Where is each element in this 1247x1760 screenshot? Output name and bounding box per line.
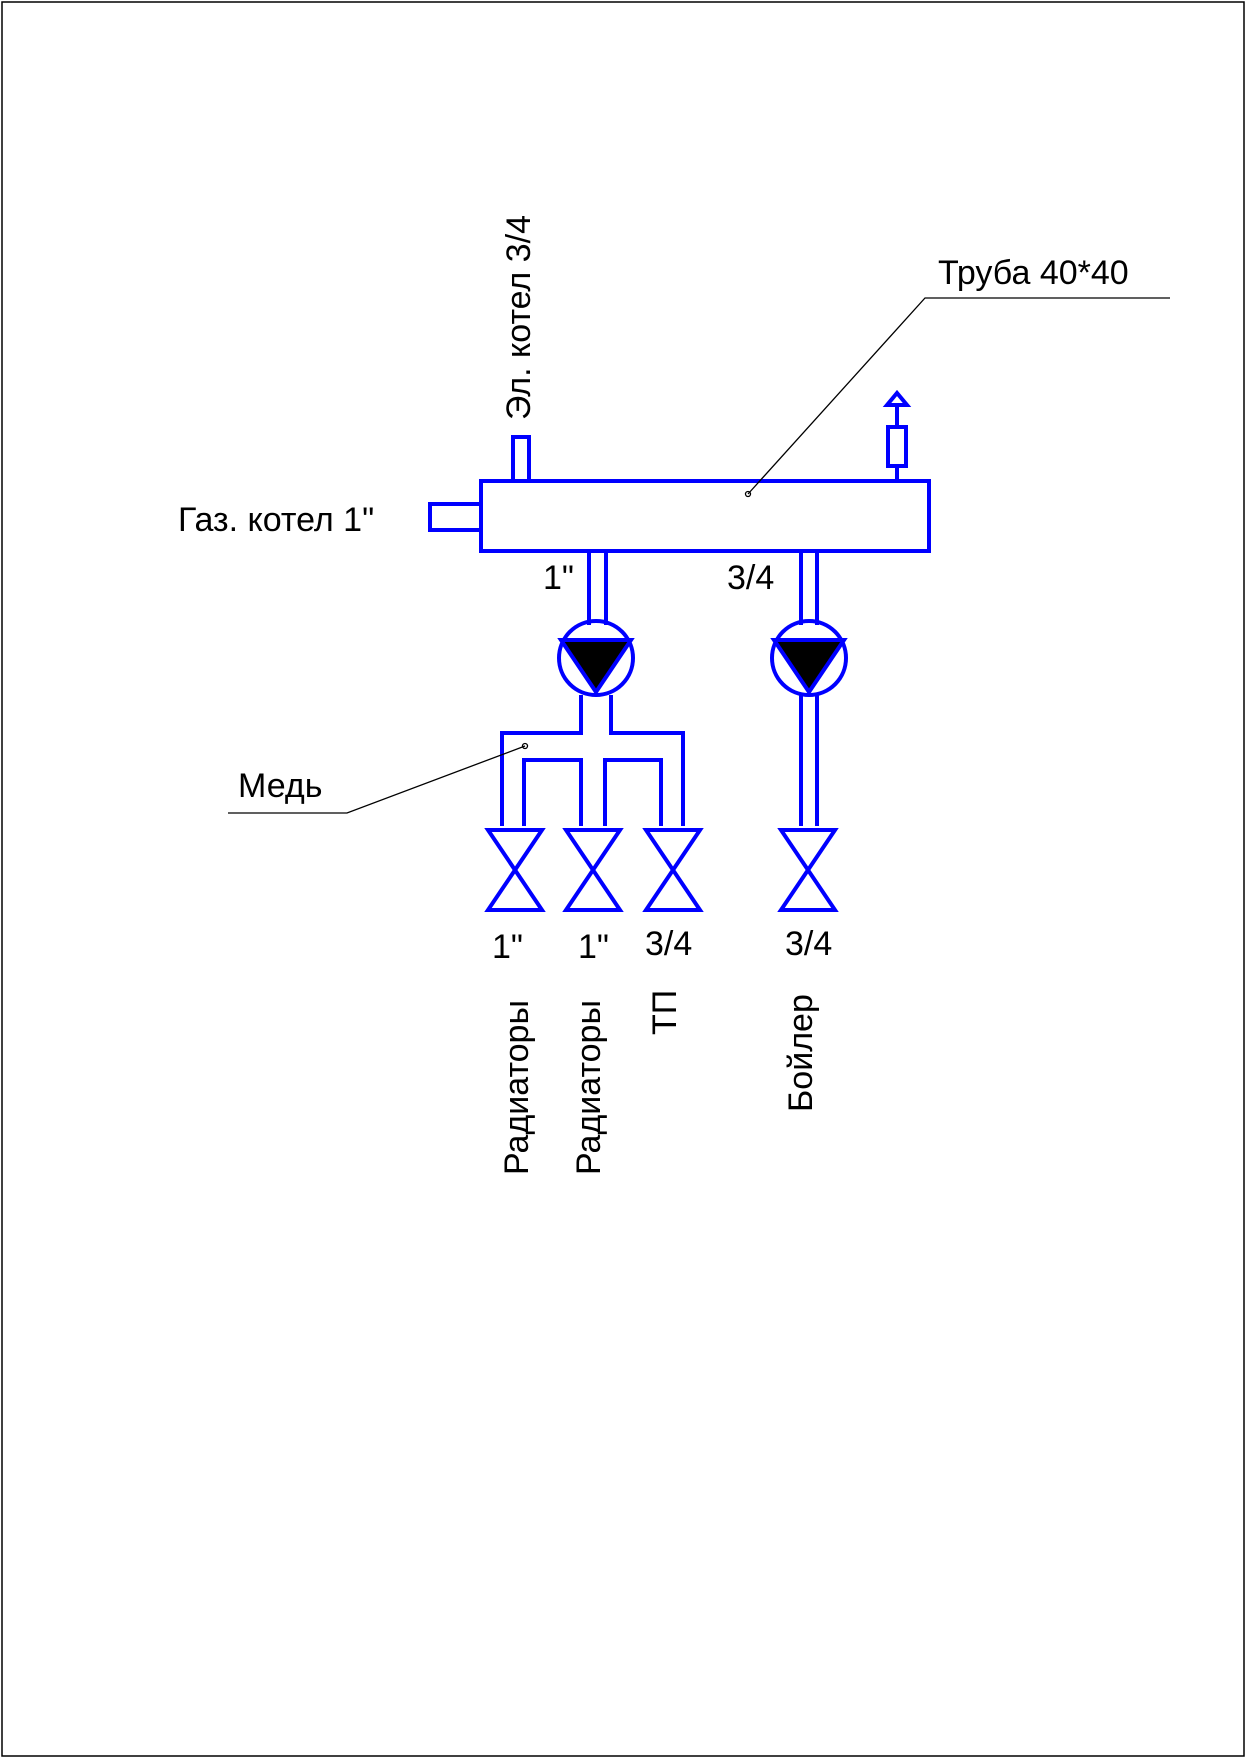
pump1-supply-pipe [587, 551, 608, 625]
outlet-name-label: Бойлер [782, 994, 820, 1112]
electric-boiler-label: Эл. котел 3/4 [500, 215, 538, 420]
copper-leader [228, 745, 526, 814]
copper-leader-dot [521, 742, 529, 750]
outlet-size-label: 1" [578, 928, 609, 966]
gas-boiler-label: Газ. котел 1" [178, 501, 374, 539]
copper-label: Медь [238, 767, 322, 805]
header-manifold [479, 479, 931, 553]
gas-boiler-inlet [428, 502, 481, 532]
pump-1 [557, 619, 635, 697]
boiler-pipe [799, 695, 819, 826]
outlet-size-label: 3/4 [645, 925, 692, 963]
circulation-pump-icon [770, 638, 848, 696]
pump2-supply-pipe [799, 551, 819, 625]
shutoff-valve-icon [562, 828, 624, 912]
pump-2 [770, 619, 848, 697]
outlet-name-label: ТП [646, 990, 684, 1035]
circulation-pump-icon [557, 638, 635, 696]
header-pipe-label: Труба 40*40 [938, 254, 1129, 292]
pump2-size-label: 3/4 [727, 559, 774, 597]
electric-boiler-inlet [511, 435, 531, 481]
header-pipe-leader [747, 297, 1170, 495]
outlet-size-label: 3/4 [785, 925, 832, 963]
header-pipe-leader-dot [744, 490, 752, 498]
outlet-size-label: 1" [492, 928, 523, 966]
outlet-name-label: Радиаторы [498, 1000, 536, 1175]
pump1-size-label: 1" [543, 559, 574, 597]
copper-distribution [500, 695, 685, 826]
air-vent-icon [882, 389, 912, 481]
shutoff-valve-icon [484, 828, 546, 912]
outlet-name-label: Радиаторы [570, 1000, 608, 1175]
shutoff-valve-icon [777, 828, 839, 912]
shutoff-valve-icon [642, 828, 704, 912]
